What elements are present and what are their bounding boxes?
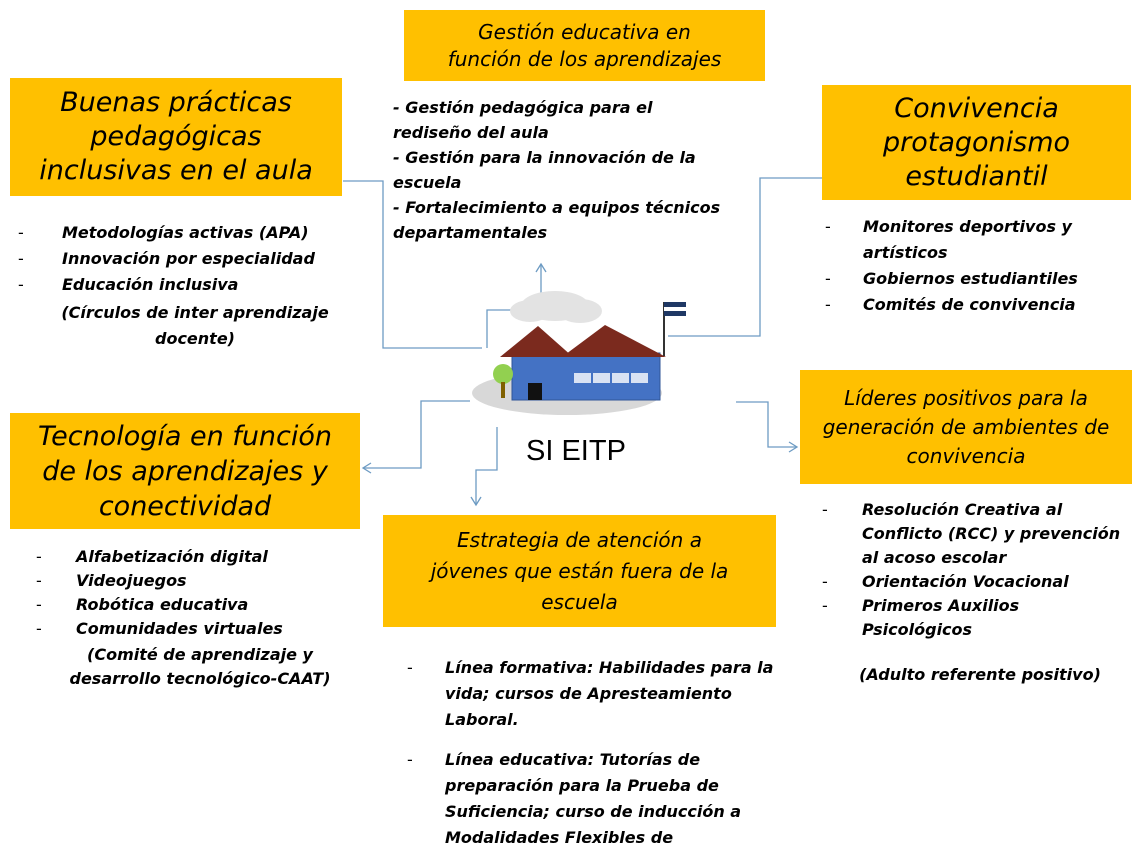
box-tecnologia-title: Tecnología en función de los aprendizaje… [37,420,333,522]
tree [493,364,513,384]
list-item: -Monitores deportivos y artísticos [825,217,1072,262]
box-gestion: Gestión educativa en función de los apre… [404,10,765,81]
list-item: -Gobiernos estudiantiles [825,269,1078,288]
arrowhead-gestion [535,262,547,273]
connector-estrategia [475,427,498,505]
box-estrategia: Estrategia de atención a jóvenes que est… [383,515,776,627]
estrategia-list: -Línea formativa: Habilidades para la vi… [407,655,782,851]
connector-buenas [343,180,482,349]
list-item: -Metodologías activas (APA) [18,223,309,242]
gestion-item: - Gestión para la innovación de la escue… [393,148,696,192]
list-item: -Línea educativa: Tutorías de preparació… [407,750,742,847]
list-item: -Comités de convivencia [825,295,1076,314]
buenas-list: -Metodologías activas (APA) -Innovación … [18,220,338,298]
list-item: -Orientación Vocacional [822,572,1069,591]
box-lideres-title: Líderes positivos para la generación de … [822,385,1110,468]
arrowhead-estrategia [470,496,482,507]
lideres-note: (Adulto referente positivo) [859,665,1101,684]
connector-convivencia [668,177,822,337]
box-tecnologia: Tecnología en función de los aprendizaje… [10,413,360,529]
box-buenas: Buenas prácticas pedagógicas inclusivas … [10,78,342,196]
center-label: SI EITP [526,435,626,467]
lideres-list: -Resolución Creativa al Conflicto (RCC) … [822,498,1134,642]
school-roof-right [562,325,666,357]
connector-lideres [736,401,797,448]
tecnologia-list: -Alfabetización digital -Videojuegos -Ro… [36,545,356,641]
list-item: -Videojuegos [36,571,187,590]
box-buenas-title: Buenas prácticas pedagógicas inclusivas … [39,87,313,186]
arrowhead-tecnologia [361,462,372,474]
list-item: -Innovación por especialidad [18,249,315,268]
convivencia-list: -Monitores deportivos y artísticos -Gobi… [825,214,1125,318]
arrowhead-lideres [788,441,799,453]
list-item: -Primeros Auxilios Psicológicos [822,596,1020,639]
list-item: -Alfabetización digital [36,547,268,566]
gestion-item: - Gestión pedagógica para el rediseño de… [393,98,653,142]
school-roof-left [500,326,573,357]
buenas-note: (Círculos de inter aprendizaje docente) [61,303,329,348]
box-convivencia: Convivencia protagonismo estudiantil [822,85,1131,200]
list-item: -Resolución Creativa al Conflicto (RCC) … [822,500,1121,567]
list-item: -Robótica educativa [36,595,249,614]
box-lideres: Líderes positivos para la generación de … [800,370,1132,484]
school-illustration [472,291,686,415]
gestion-items: - Gestión pedagógica para el rediseño de… [393,95,733,245]
tecnologia-note: (Comité de aprendizaje y desarrollo tecn… [69,645,331,688]
box-estrategia-title: Estrategia de atención a jóvenes que est… [430,527,729,614]
box-convivencia-title: Convivencia protagonismo estudiantil [882,92,1071,192]
connector-tecnologia [363,400,470,469]
list-item: -Educación inclusiva [18,275,239,294]
gestion-item: - Fortalecimiento a equipos técnicos dep… [393,198,721,242]
list-item: -Comunidades virtuales [36,619,283,638]
box-gestion-title: Gestión educativa en función de los apre… [447,19,722,71]
list-item: -Línea formativa: Habilidades para la vi… [407,658,774,729]
school-door [528,383,542,400]
